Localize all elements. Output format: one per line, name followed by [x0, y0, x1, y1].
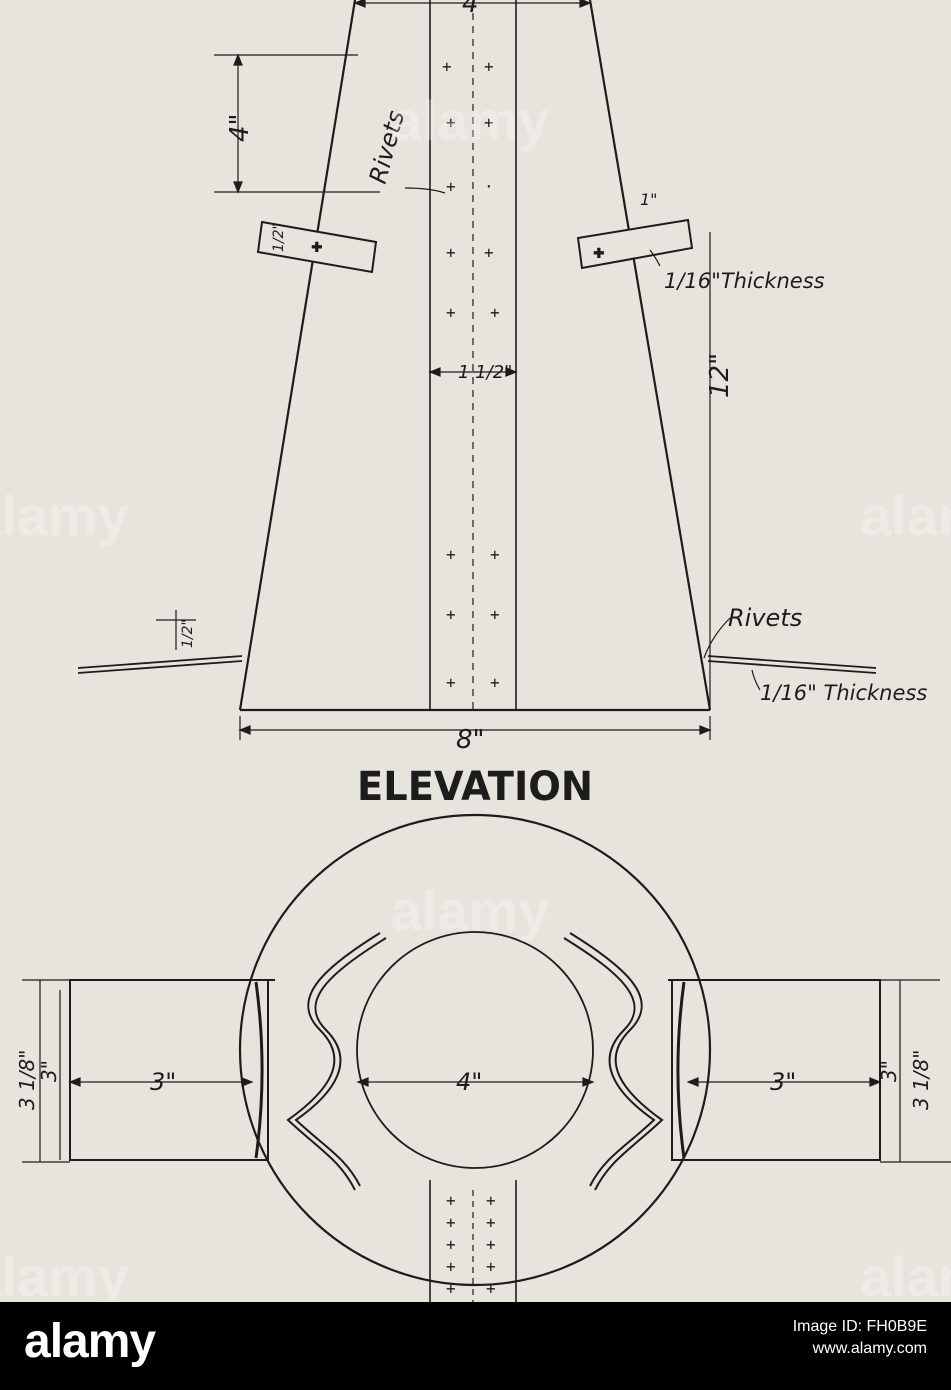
- plan-outer-circle: [238, 813, 712, 1287]
- dim-bottom-width: 8": [456, 725, 485, 755]
- svg-text:+: +: [490, 605, 500, 624]
- elevation-title: ELEVATION: [357, 764, 593, 810]
- plan-spring-right: [569, 932, 664, 1191]
- label-rivets-lower: Rivets: [728, 604, 802, 632]
- svg-text:+: +: [446, 113, 456, 132]
- svg-text:+: +: [490, 303, 500, 322]
- svg-text:+: +: [446, 1235, 456, 1254]
- leader-thickness-upper: [649, 249, 661, 267]
- svg-text:alamy: alamy: [860, 1245, 951, 1302]
- svg-text:+: +: [486, 1191, 496, 1210]
- leader-rivets-upper: [404, 187, 446, 194]
- drawing-sheet: + + + + + · + + + + + + + + + + 4" 4" + 1/2" + 1…: [0, 0, 951, 1302]
- svg-text:alamy: alamy: [391, 879, 550, 942]
- svg-text:+: +: [486, 1213, 496, 1232]
- dim-plan-center: 4": [456, 1068, 482, 1096]
- svg-text:+: +: [446, 1191, 456, 1210]
- dim-clip-right: 1": [640, 190, 658, 209]
- banner-url: www.alamy.com: [812, 1340, 927, 1357]
- plan-left-bracket: [69, 979, 275, 1161]
- svg-text:+: +: [446, 1279, 456, 1298]
- dim-flange-left-line: [156, 610, 196, 650]
- svg-text:+: +: [446, 605, 456, 624]
- dim-top-height: 4": [225, 113, 255, 142]
- dim-plan-left-length: 3": [150, 1068, 176, 1096]
- svg-text:+: +: [486, 1257, 496, 1276]
- plan-center-dim: [356, 1077, 595, 1087]
- plan-right-bracket: [668, 979, 881, 1161]
- svg-text:alamy: alamy: [391, 89, 550, 152]
- banner-logo: alamy: [24, 1315, 156, 1368]
- svg-text:+: +: [446, 243, 456, 262]
- image-id: Image ID: FH0B9E: [792, 1318, 927, 1335]
- plan-view: [238, 813, 712, 1287]
- svg-text:+: +: [446, 545, 456, 564]
- dim-plan-left-outer: 3 1/8": [15, 1050, 39, 1110]
- frustum-outline: [238, 0, 712, 712]
- svg-text:+: +: [486, 1279, 496, 1298]
- dim-flange-left: 1/2": [180, 619, 196, 648]
- svg-text:+: +: [594, 243, 604, 262]
- dim-plan-left-inner: 3": [37, 1060, 61, 1082]
- svg-text:alamy: alamy: [0, 484, 129, 547]
- svg-text:+: +: [490, 673, 500, 692]
- dim-seam-width-line: [428, 367, 518, 377]
- dim-top-width: 4": [462, 0, 491, 19]
- dim-top-height-line: [214, 53, 380, 194]
- dim-plan-right-length: 3": [770, 1068, 796, 1096]
- clip-left: +: [256, 220, 378, 274]
- svg-text:+: +: [446, 673, 456, 692]
- leader-thickness-lower: [751, 669, 761, 691]
- svg-text:+: +: [312, 237, 322, 256]
- leader-rivets-lower: [703, 617, 731, 659]
- svg-text:+: +: [484, 57, 494, 76]
- svg-text:+: +: [484, 243, 494, 262]
- plan-spring-left: [286, 932, 381, 1191]
- svg-text:+: +: [442, 57, 452, 76]
- svg-text:+: +: [490, 545, 500, 564]
- banner-id: Image ID: FH0B9E www.alamy.com: [793, 1316, 927, 1360]
- svg-text:alamy: alamy: [0, 1245, 129, 1302]
- watermark: alamy alamy alamy alamy alamy alamy: [0, 89, 951, 1308]
- svg-text:·: ·: [484, 177, 494, 196]
- plan-rivet-marks: + + + + + + + + + +: [446, 1191, 496, 1298]
- flange-left: [77, 655, 243, 674]
- seam-strip: [429, 0, 517, 710]
- plan-left-dims: [22, 979, 254, 1163]
- dim-seam-width: 1 1/2": [458, 362, 512, 383]
- label-thickness-upper: 1/16"Thickness: [664, 269, 825, 293]
- technical-drawing: + + + + + · + + + + + + + + + + 4" 4" + 1/2" + 1…: [0, 0, 951, 1308]
- dim-bottom-width-line: [238, 716, 712, 740]
- clip-right: +: [576, 218, 694, 270]
- dim-height: 12": [705, 353, 735, 398]
- label-thickness-lower: 1/16" Thickness: [760, 681, 927, 705]
- dim-top-width-line: [353, 0, 592, 8]
- stock-banner: alamy Image ID: FH0B9E www.alamy.com: [0, 1302, 951, 1390]
- plan-seam-strip: [429, 1180, 517, 1302]
- dim-plan-right-outer: 3 1/8": [909, 1050, 933, 1110]
- svg-text:alamy: alamy: [860, 484, 951, 547]
- svg-text:+: +: [446, 177, 456, 196]
- dim-plan-right-inner: 3": [877, 1060, 901, 1082]
- svg-text:+: +: [446, 303, 456, 322]
- plan-right-dims: [686, 979, 951, 1163]
- plan-inner-circle: [356, 931, 594, 1169]
- flange-right: [707, 655, 877, 674]
- dim-clip-left: 1/2": [271, 223, 287, 252]
- svg-text:+: +: [484, 113, 494, 132]
- svg-text:+: +: [446, 1257, 456, 1276]
- rivet-marks: + + + + + · + + + + + + + + + +: [442, 57, 500, 692]
- svg-text:+: +: [446, 1213, 456, 1232]
- svg-text:+: +: [486, 1235, 496, 1254]
